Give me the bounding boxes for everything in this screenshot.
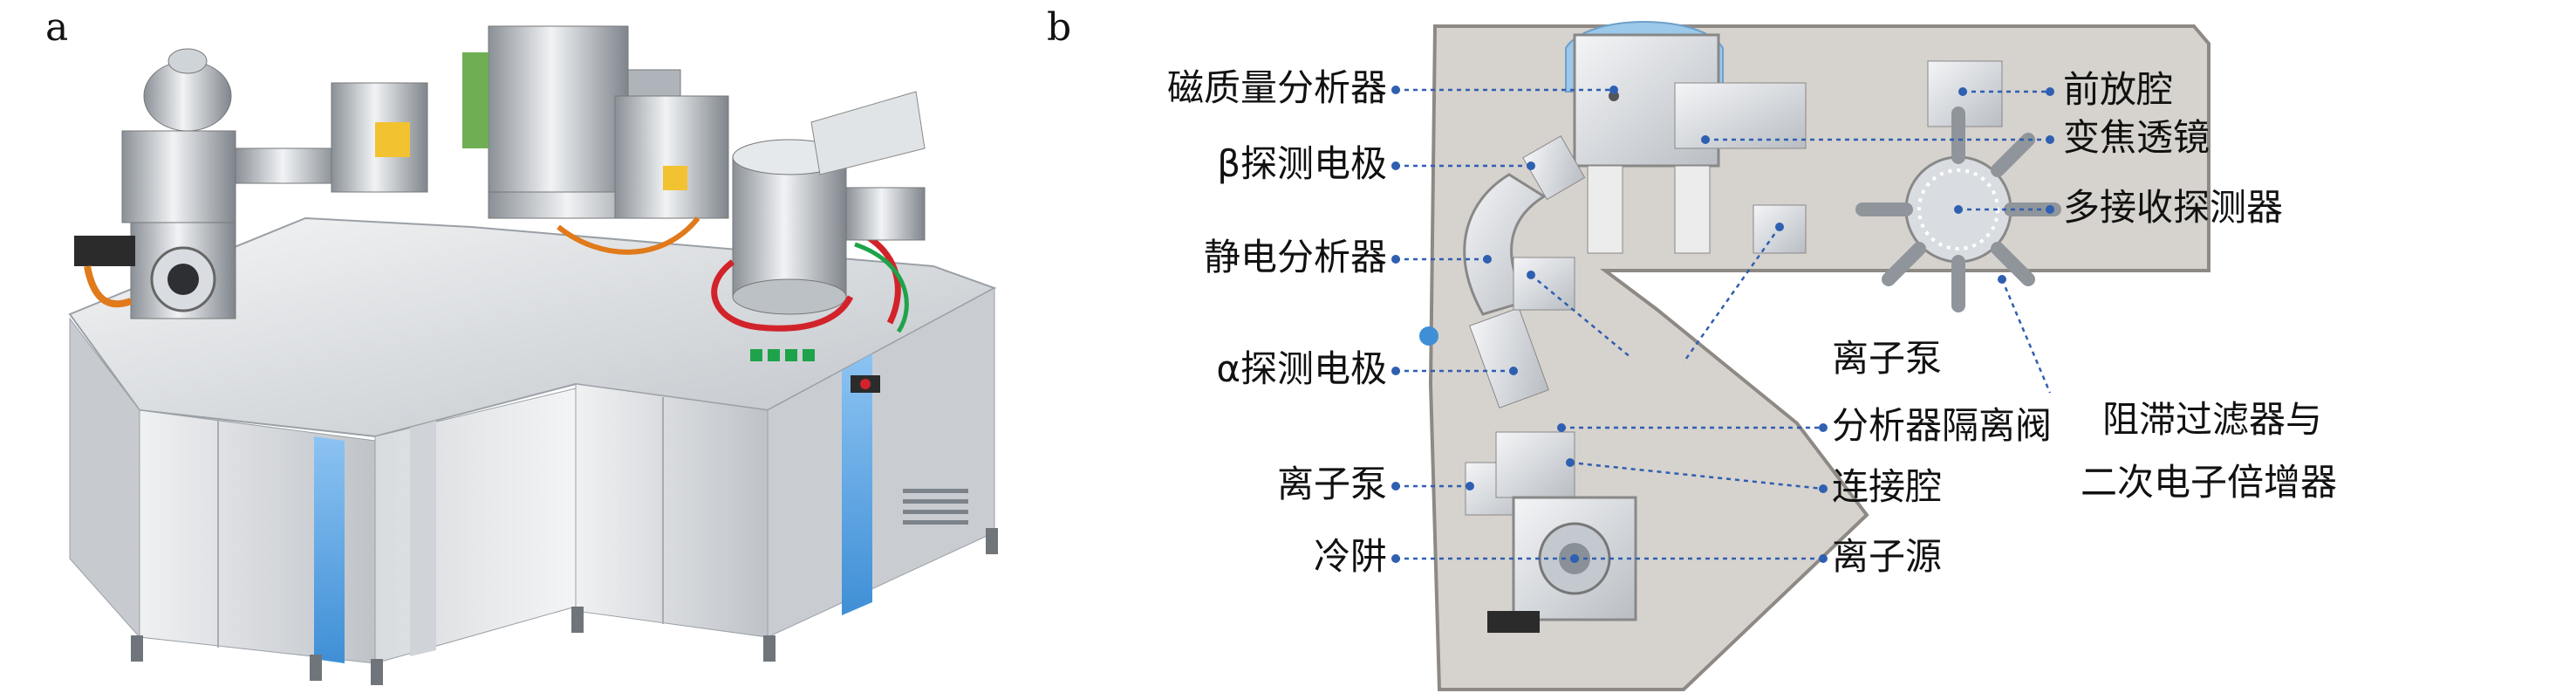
electrostatic-analyzer	[1463, 135, 1586, 408]
middle-cabinet	[374, 388, 577, 664]
instrument-rendering	[68, 25, 998, 685]
label-ion-pump-left: 离子泵	[1276, 463, 1387, 505]
panel-letter-a: a	[45, 5, 69, 50]
label-connection-chamber: 连接腔	[1832, 465, 1943, 508]
instrument-hardware	[74, 25, 926, 333]
label-zoom-lens: 变焦透镜	[2063, 116, 2210, 159]
right-cabinet	[575, 287, 995, 638]
label-electrostatic-analyzer: 静电分析器	[1203, 236, 1387, 278]
feet	[131, 528, 998, 685]
left-cabinet	[69, 317, 376, 664]
zoom-lens	[1674, 82, 1807, 149]
label-retarding-filter-line2: 二次电子倍增器	[2081, 461, 2338, 504]
label-retarding-filter-line1: 阻滞过滤器与	[2102, 398, 2323, 441]
panel-letter-b: b	[1047, 5, 1072, 50]
label-magnetic-mass-analyzer: 磁质量分析器	[1166, 66, 1387, 109]
label-beta-detector-electrode: β探测电极	[1217, 142, 1387, 185]
ion-pump-upper	[1513, 257, 1575, 311]
label-preamp-chamber: 前放腔	[2063, 68, 2174, 111]
leader-lines	[1396, 88, 2052, 560]
label-multi-collector: 多接收探测器	[2063, 186, 2284, 229]
label-ion-source: 离子源	[1832, 535, 1943, 578]
label-cold-trap: 冷阱	[1313, 535, 1387, 578]
leader-dots	[1391, 86, 2054, 563]
label-alpha-detector-electrode: α探测电极	[1216, 347, 1387, 390]
ion-pump-middle	[1753, 204, 1807, 254]
label-analyzer-isolation-valve: 分析器隔离阀	[1832, 404, 2053, 447]
connection-chamber	[1495, 431, 1575, 498]
top-view-diagram	[1391, 21, 2210, 691]
label-ion-pump-center: 离子泵	[1832, 337, 1943, 380]
left-edge-knob	[1419, 326, 1438, 346]
